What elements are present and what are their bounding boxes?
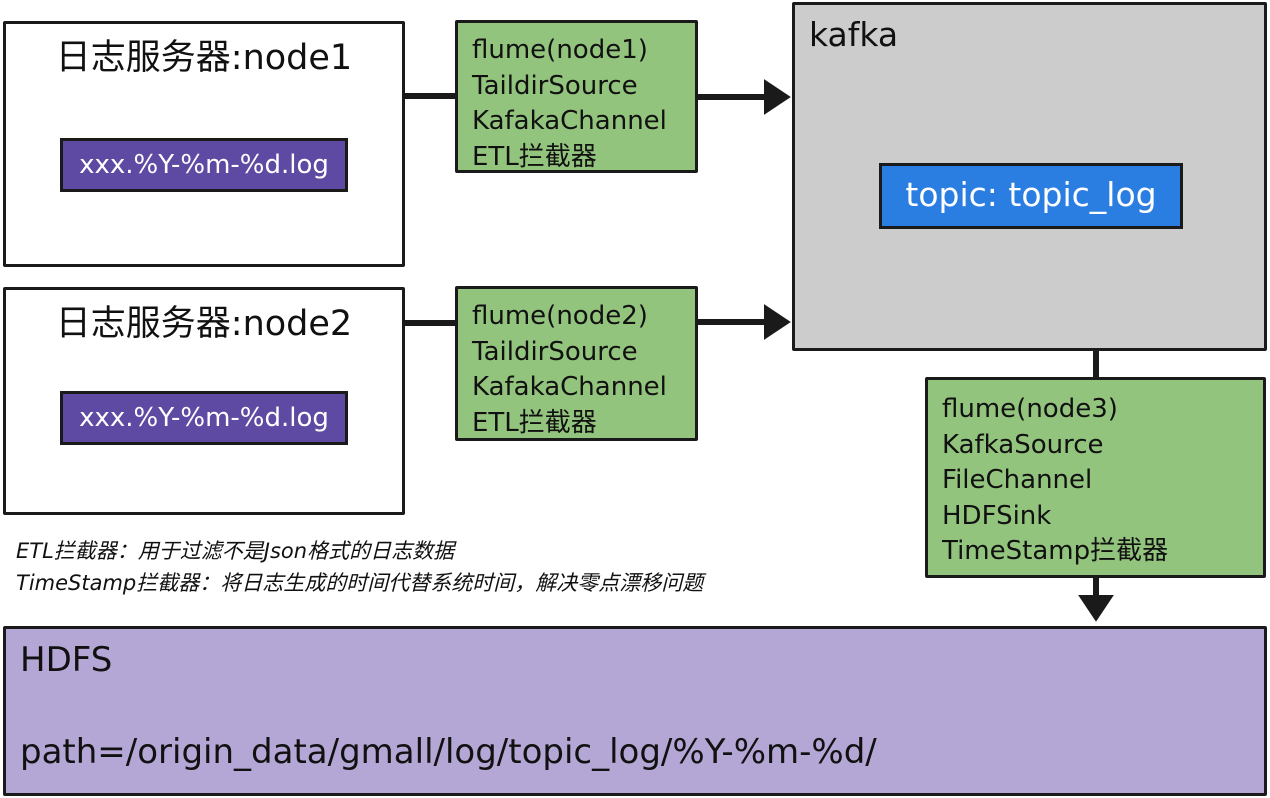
kafka-cluster: kafka topic: topic_log [792,2,1267,351]
flume-line: TimeStamp拦截器 [942,536,1169,566]
log-server-node2: 日志服务器:node2 xxx.%Y-%m-%d.log [3,287,405,515]
flume-node1: flume(node1) TaildirSource KafakaChannel… [455,20,698,173]
flume-line: KafakaChannel [472,106,667,136]
hdfs-path: path=/origin_data/gmall/log/topic_log/%Y… [20,732,877,772]
flume-line: TaildirSource [472,70,638,101]
flume-node3: flume(node3) KafkaSource FileChannel HDF… [925,377,1266,578]
server-title: 日志服务器:node1 [55,38,353,78]
log-server-node1: 日志服务器:node1 xxx.%Y-%m-%d.log [3,21,405,267]
note-timestamp: TimeStamp拦截器：将日志生成的时间代替系统时间，解决零点漂移问题 [16,571,704,595]
log-file: xxx.%Y-%m-%d.log [60,138,348,192]
flume-line: ETL拦截器 [472,407,597,438]
flume-line: KafkaSource [942,429,1104,460]
hdfs-title: HDFS [20,640,113,680]
notes: ETL拦截器：用于过滤不是Json格式的日志数据 TimeStamp拦截器：将日… [16,535,703,599]
server-title: 日志服务器:node2 [55,304,353,344]
flume-line: FileChannel [942,465,1093,495]
flume-line: KafakaChannel [472,372,667,402]
note-etl: ETL拦截器：用于过滤不是Json格式的日志数据 [16,539,455,563]
flume-line: HDFSink [942,500,1052,531]
flume-line: ETL拦截器 [472,141,597,172]
kafka-topic: topic: topic_log [879,163,1183,229]
hdfs-storage: HDFS path=/origin_data/gmall/log/topic_l… [3,626,1267,796]
log-file: xxx.%Y-%m-%d.log [60,391,348,445]
kafka-title: kafka [809,15,899,54]
flume-line: flume(node2) [472,301,648,331]
flume-node2: flume(node2) TaildirSource KafakaChannel… [455,286,698,441]
flume-line: TaildirSource [472,336,638,367]
flume-line: flume(node3) [942,394,1118,424]
flume-line: flume(node1) [472,35,648,65]
